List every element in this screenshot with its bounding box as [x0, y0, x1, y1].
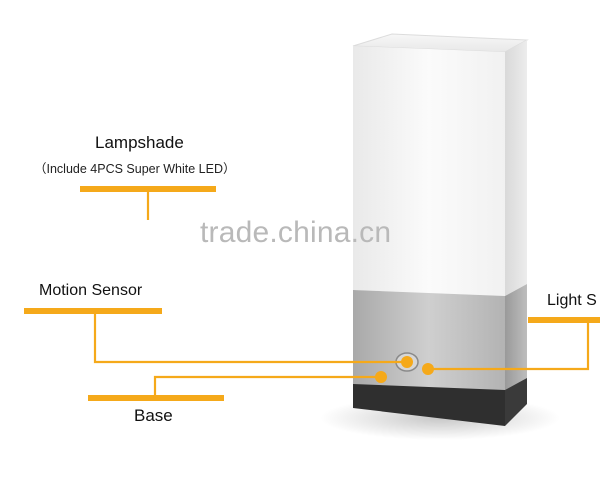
callout-base-leader [153, 375, 381, 398]
callout-motion-leader [93, 311, 407, 364]
watermark-text: trade.china.cn [200, 216, 392, 249]
label-lampshade-note: （Include 4PCS Super White LED） [34, 162, 236, 176]
lampshade-front [353, 46, 505, 296]
callout-dot-motion [401, 356, 413, 368]
label-light-sensor: Light S [547, 292, 597, 309]
label-lampshade: Lampshade [95, 133, 184, 152]
base-bottom [353, 384, 505, 426]
lampshade-side [505, 40, 527, 296]
label-motion-sensor: Motion Sensor [39, 282, 143, 299]
callout-light-leader [428, 320, 590, 371]
label-base: Base [134, 406, 173, 425]
callout-lines [24, 186, 600, 401]
base-side [505, 284, 527, 400]
callout-dot-light [422, 363, 434, 375]
base-front [353, 290, 505, 400]
callout-dot-base [375, 371, 387, 383]
base-bottom-side [505, 378, 527, 426]
